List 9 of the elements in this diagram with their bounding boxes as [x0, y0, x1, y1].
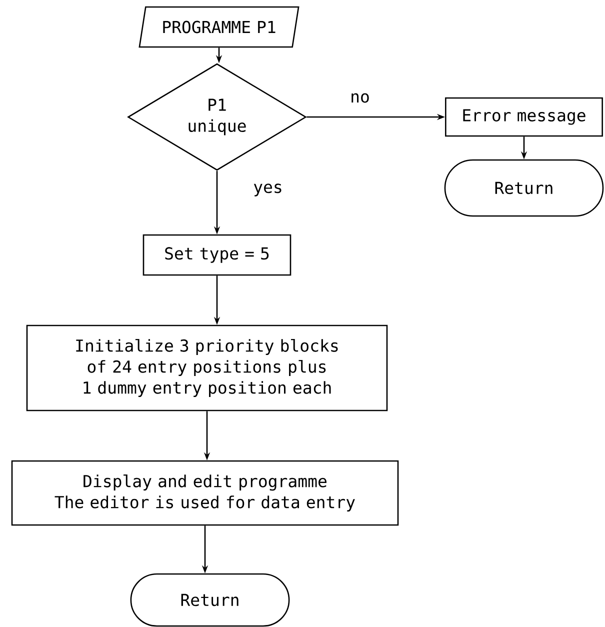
terminal-box: Return — [130, 573, 290, 627]
edge-label: yes — [252, 182, 284, 198]
process-box: Display and edit programme The editor is used for data entry — [11, 460, 399, 526]
input-output-box: PROGRAMME P1 — [138, 6, 300, 48]
terminal-box: Return — [444, 159, 604, 217]
process-box: Initialize 3 priority blocks of 24 entry positions plus 1 dummy entry position each — [26, 324, 388, 412]
process-box: Set type = 5 — [142, 234, 292, 276]
edge-label: no — [349, 92, 371, 104]
process-box: Error message — [445, 97, 603, 137]
